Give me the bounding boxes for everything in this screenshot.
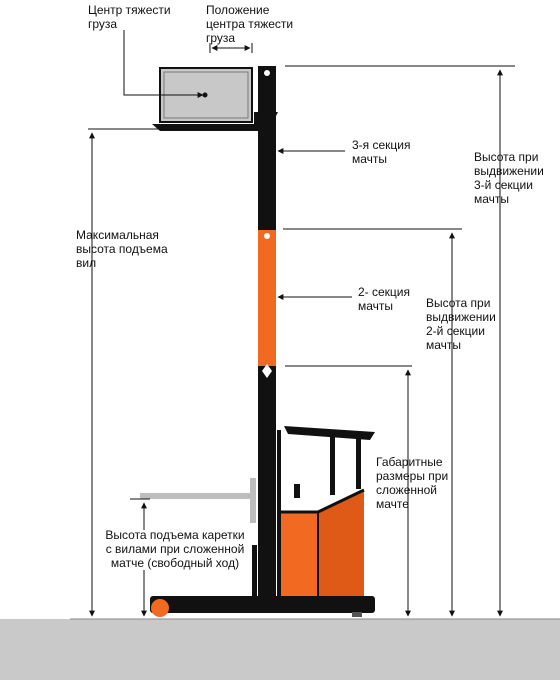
body-front — [281, 512, 318, 596]
max-fork-height-label: Максимальная высота подъема вил — [76, 228, 168, 270]
mast-support — [252, 545, 257, 596]
mast-support-2 — [277, 430, 281, 596]
guard-post-1 — [330, 435, 335, 495]
load-center-position-label: Положение центра тяжести груза — [206, 3, 294, 45]
steering-handle — [294, 484, 300, 498]
forklift — [140, 66, 375, 617]
mast-section-2 — [258, 230, 276, 366]
load-center-point — [202, 92, 208, 98]
ground — [0, 619, 560, 680]
mast-section-2-joint — [258, 354, 276, 366]
mast-section-1 — [258, 366, 276, 596]
mast-low-pulley — [262, 364, 272, 378]
overhead-guard — [284, 426, 375, 440]
height-section-3-label: Высота при выдвижении 3-й секции мачты — [474, 150, 544, 206]
dimension-lines — [88, 65, 515, 617]
guard-post-2 — [356, 437, 361, 489]
rear-wheel — [352, 612, 362, 617]
lower-forks — [140, 493, 252, 499]
front-wheel — [151, 599, 169, 617]
raised-forks — [152, 124, 258, 131]
load-center-label: Центр тяжести груза — [88, 3, 171, 31]
mast-section-2-label: 2- секция мачты — [358, 285, 411, 313]
height-section-2-label: Высота при выдвижении 2-й секции мачты — [426, 296, 496, 352]
raised-carriage — [254, 112, 278, 128]
lower-carriage — [250, 478, 256, 523]
chassis — [150, 596, 375, 613]
free-lift-height-label: Высота подъема каретки с вилами при слож… — [105, 528, 245, 570]
load-center-leader — [123, 30, 204, 98]
body-side — [318, 490, 364, 596]
mast-mid-pulley — [264, 233, 270, 239]
mast-section-3 — [258, 66, 276, 230]
mast-top-pulley — [264, 70, 270, 76]
mast-section-3-label: 3-я секция мачты — [352, 138, 411, 166]
collapsed-mast-label: Габаритные размеры при сложенной мачте — [376, 455, 449, 511]
